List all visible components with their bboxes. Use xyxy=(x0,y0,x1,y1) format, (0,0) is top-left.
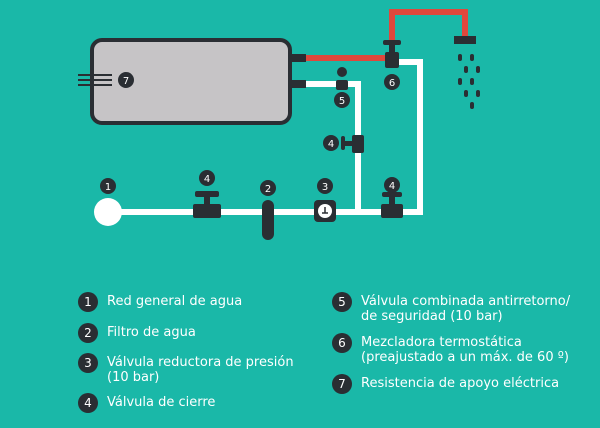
legend-line: Red general de agua xyxy=(107,294,243,309)
legend-badge: 1 xyxy=(78,292,98,312)
marker-3 xyxy=(317,178,333,194)
marker-7-label: 7 xyxy=(123,76,129,87)
marker-1 xyxy=(100,178,116,194)
inlet-shutoff-valve-icon xyxy=(341,135,364,153)
electric-resistance-icon xyxy=(78,74,112,86)
legend-line: Válvula de cierre xyxy=(107,395,216,410)
legend-line: Válvula combinada antirretorno/ xyxy=(361,294,571,309)
legend-line: Válvula reductora de presión xyxy=(107,355,294,370)
main-shutoff-valve-icon xyxy=(193,191,221,218)
legend-item-4: 4 Válvula de cierre xyxy=(78,393,215,413)
legend-line: de seguridad (10 bar) xyxy=(361,309,503,324)
tank-cold-inlet xyxy=(290,80,306,88)
legend-item-6: 6 Mezcladora termostática (preajustado a… xyxy=(332,333,569,365)
marker-4-main-label: 4 xyxy=(204,174,210,185)
legend-label: Red general de agua xyxy=(107,294,242,309)
right-shutoff-valve-icon xyxy=(381,192,403,218)
shower-head-icon xyxy=(454,36,480,109)
legend-badge: 6 xyxy=(332,333,352,353)
legend-item-1: 1 Red general de agua xyxy=(78,292,242,312)
legend-badge: 5 xyxy=(332,292,352,312)
legend-line: Filtro de agua xyxy=(107,325,196,340)
legend-line: (preajustado a un máx. de 60 º) xyxy=(361,350,569,365)
legend-item-5: 5 Válvula combinada antirretorno/ de seg… xyxy=(332,292,570,324)
legend-line: Resistencia de apoyo eléctrica xyxy=(361,376,560,391)
tank-inlet-pipe xyxy=(298,81,361,212)
legend-label: Válvula de cierre xyxy=(107,395,215,410)
marker-4-inlet xyxy=(323,135,339,151)
marker-5-label: 5 xyxy=(339,96,345,107)
check-safety-valve-icon xyxy=(336,67,348,90)
marker-4-right xyxy=(384,177,400,193)
marker-6 xyxy=(384,74,400,90)
legend-line: (10 bar) xyxy=(107,370,160,385)
legend-badge: 7 xyxy=(332,374,352,394)
tank-hot-outlet xyxy=(290,54,306,62)
legend-line: Mezcladora termostática xyxy=(361,335,522,350)
legend-label: Mezcladora termostática (preajustado a u… xyxy=(361,335,569,365)
legend-badge: 4 xyxy=(78,393,98,413)
legend-label: Filtro de agua xyxy=(107,325,196,340)
marker-5 xyxy=(334,92,350,108)
shower-feed-pipe xyxy=(389,9,468,58)
thermostatic-mixer-icon xyxy=(383,40,401,68)
pressure-reducing-valve-icon xyxy=(314,200,336,222)
legend-label: Resistencia de apoyo eléctrica xyxy=(361,376,559,391)
marker-4-main xyxy=(199,170,215,186)
legend-badge: 3 xyxy=(78,353,98,373)
marker-6-label: 6 xyxy=(389,78,395,89)
marker-7 xyxy=(118,72,134,88)
legend-label: Válvula combinada antirretorno/ de segur… xyxy=(361,294,570,324)
marker-1-label: 1 xyxy=(105,182,111,193)
legend-item-3: 3 Válvula reductora de presión (10 bar) xyxy=(78,353,294,385)
legend-item-7: 7 Resistencia de apoyo eléctrica xyxy=(332,374,559,394)
legend-item-2: 2 Filtro de agua xyxy=(78,323,196,343)
marker-3-label: 3 xyxy=(322,182,328,193)
legend-badge: 2 xyxy=(78,323,98,343)
hot-water-pipes xyxy=(298,9,468,61)
water-filter-icon xyxy=(262,200,274,240)
legend-label: Válvula reductora de presión (10 bar) xyxy=(107,355,294,385)
marker-4-inlet-label: 4 xyxy=(328,139,334,150)
marker-2 xyxy=(260,180,276,196)
marker-2-label: 2 xyxy=(265,184,271,195)
water-mains-icon xyxy=(94,198,122,226)
marker-4-right-label: 4 xyxy=(389,181,395,192)
